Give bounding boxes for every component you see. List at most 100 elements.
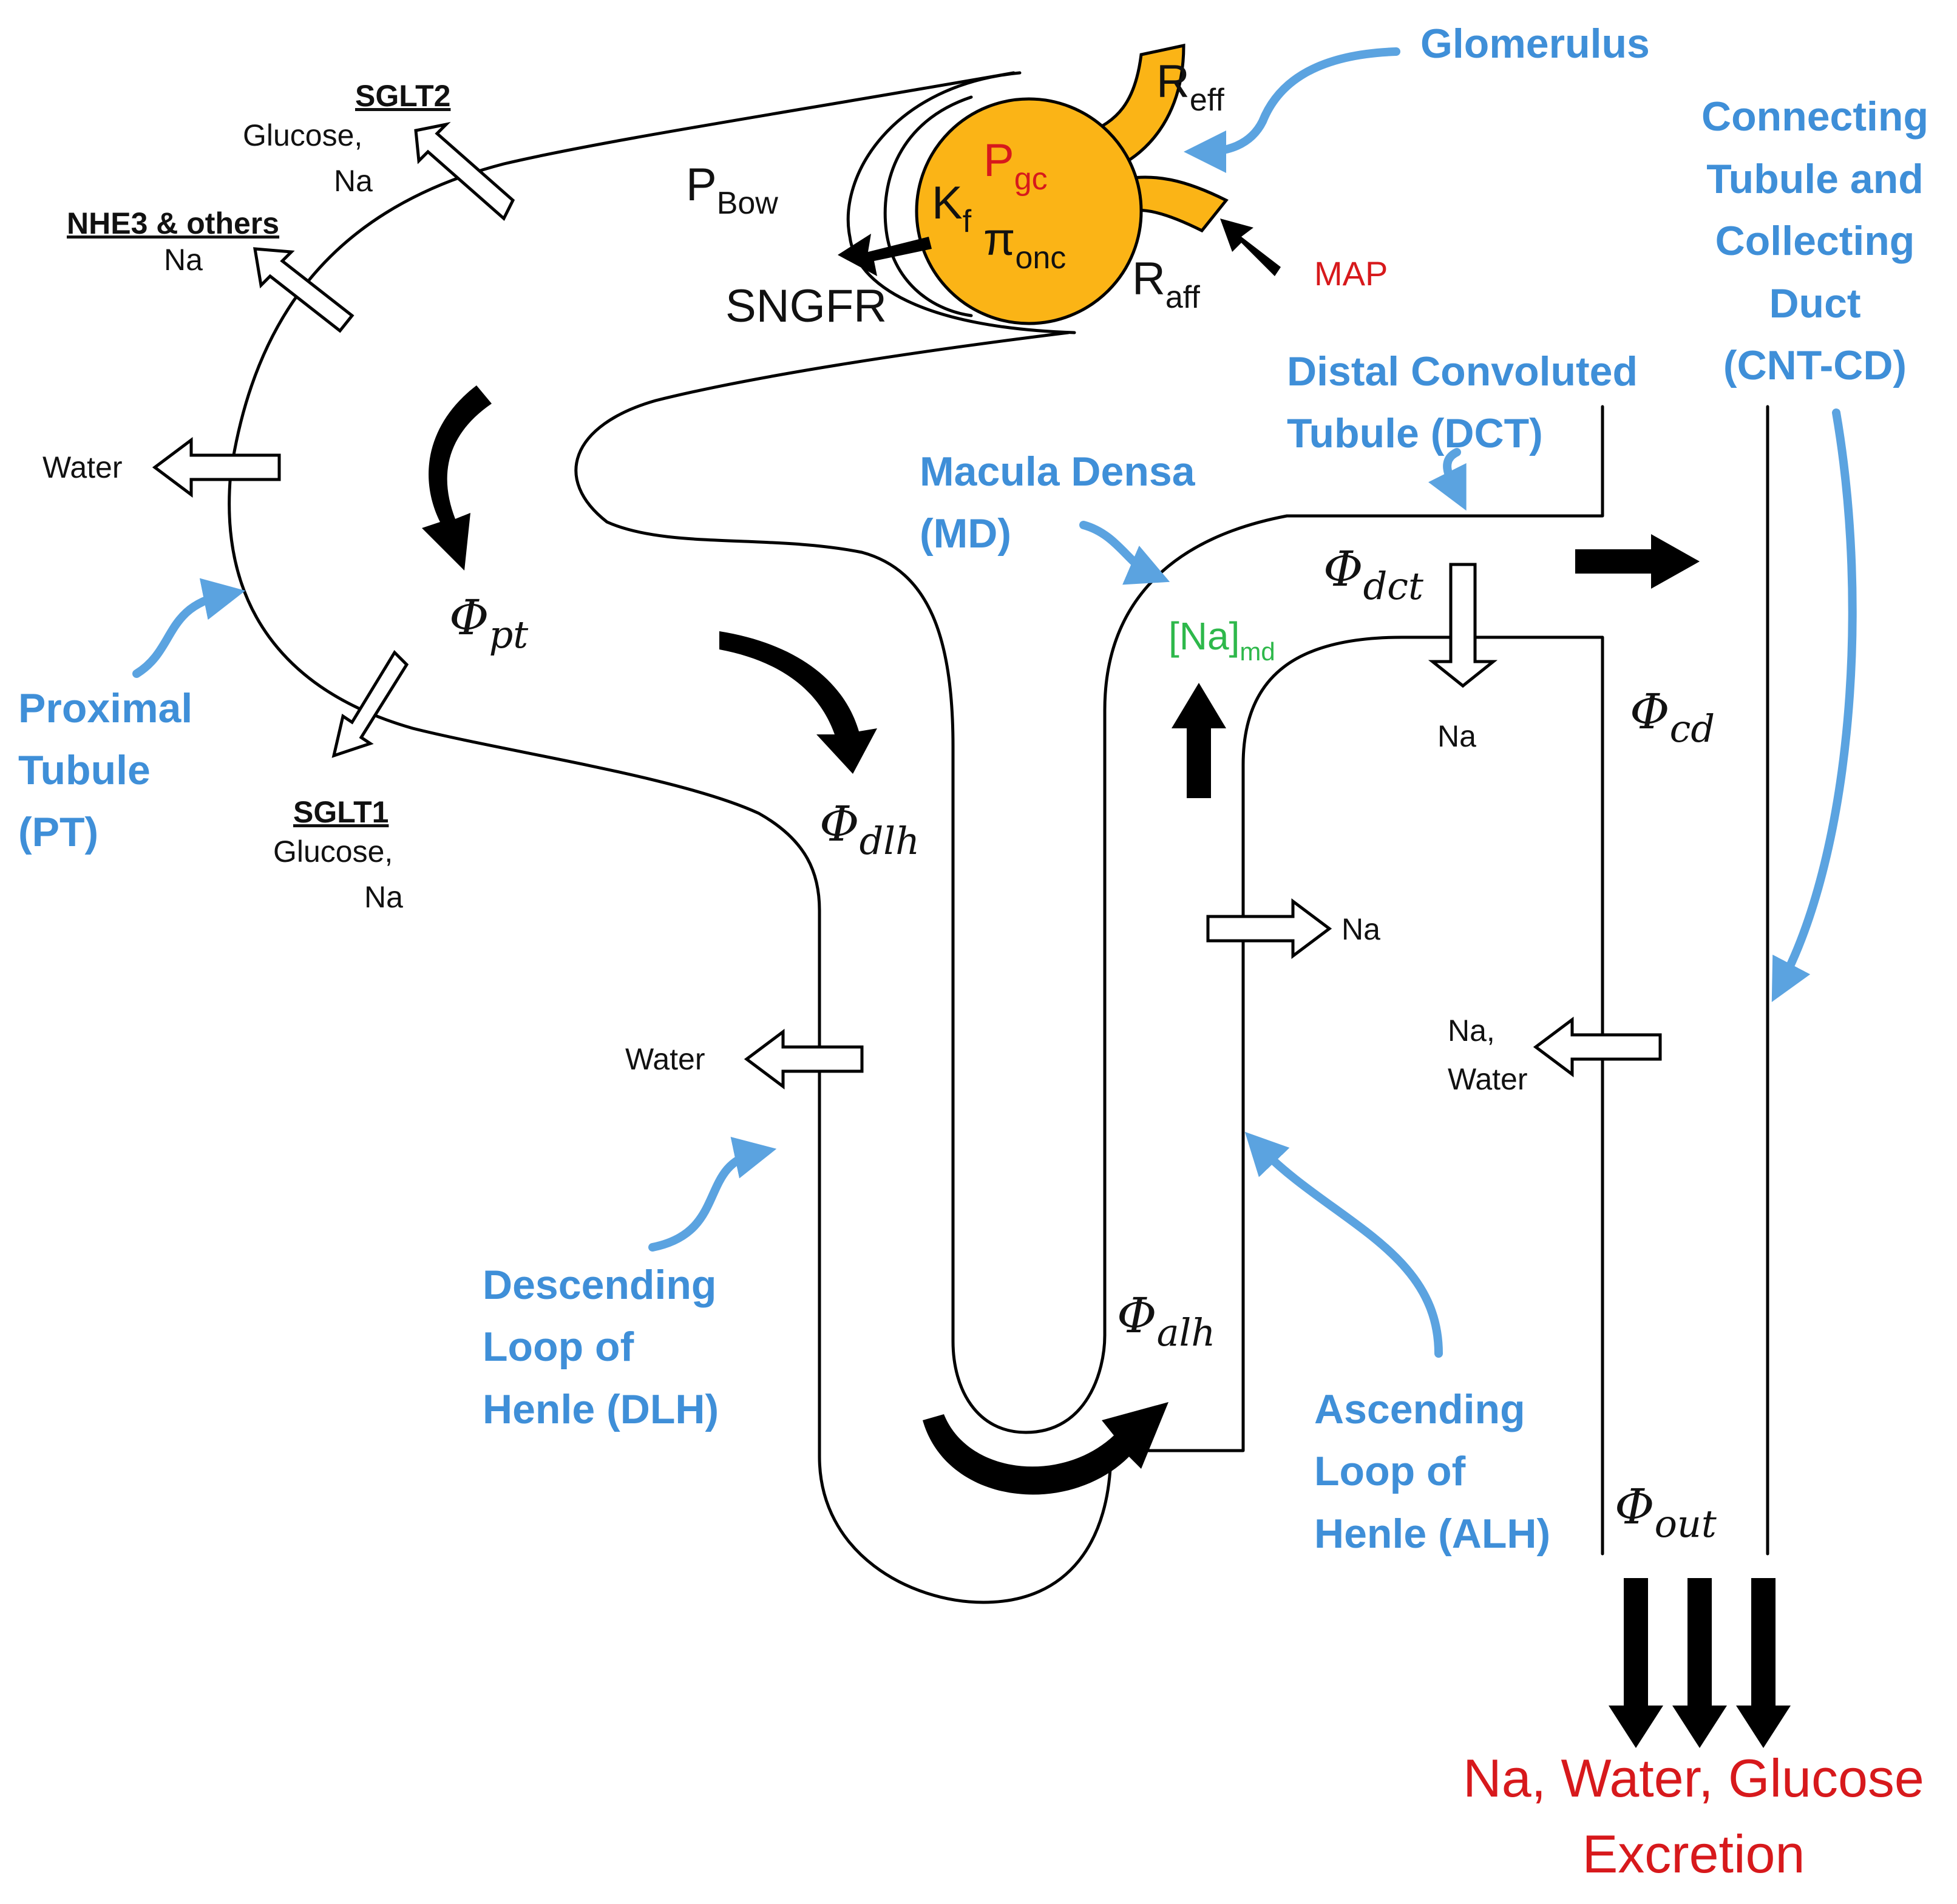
p-gc-label: Pgc <box>983 135 1048 197</box>
p-bow-label: PBow <box>686 159 778 221</box>
svg-text:Proximal: Proximal <box>18 685 192 731</box>
excretion-arrow-3 <box>1736 1578 1791 1748</box>
dlh-water-arrow-icon <box>744 1029 864 1089</box>
phi-dct-label: Φdct <box>1323 541 1423 608</box>
nhe3-arrow-icon <box>253 247 354 333</box>
dct-label: Distal Convoluted Tubule (DCT) <box>1287 348 1638 456</box>
cd-arrow-icon <box>1533 1017 1662 1077</box>
alh-outer-wall <box>1109 635 1604 1556</box>
pt-water-arrow-icon <box>152 437 281 498</box>
cd-transport: Na, Water <box>1448 1014 1662 1096</box>
svg-text:Tubule: Tubule <box>18 747 151 793</box>
svg-text:NHE3 & others: NHE3 & others <box>67 206 279 240</box>
svg-text:Glucose,: Glucose, <box>243 118 362 152</box>
svg-text:Loop of: Loop of <box>483 1324 634 1370</box>
alh-na-arrow-icon <box>1206 898 1332 959</box>
dlh-pointer <box>648 1137 777 1252</box>
alh-up-flow-arrow <box>1172 683 1226 798</box>
phi-pt-label: Φpt <box>449 589 528 657</box>
svg-text:SGLT2: SGLT2 <box>355 79 450 113</box>
glomerulus: Pgc Kf πonc <box>915 43 1229 325</box>
nhe3-transport: NHE3 & others Na <box>67 206 354 333</box>
svg-text:Loop of: Loop of <box>1314 1448 1466 1494</box>
svg-text:Duct: Duct <box>1769 280 1860 327</box>
alh-bottom-flow-arrow <box>923 1402 1168 1495</box>
cnt-cd-pointer <box>1771 408 1857 1003</box>
md-pointer <box>1079 521 1170 585</box>
k-f-label: Kf <box>932 177 972 239</box>
svg-text:Na: Na <box>334 164 373 198</box>
svg-text:Glucose,: Glucose, <box>273 835 393 869</box>
pt-inner-wall <box>574 331 1107 1434</box>
dlh-label: Descending Loop of Henle (DLH) <box>483 1262 719 1432</box>
r-aff-label: Raff <box>1132 253 1200 315</box>
glomerulus-capillary <box>915 97 1143 325</box>
svg-text:Henle (DLH): Henle (DLH) <box>483 1386 719 1432</box>
alh-label: Ascending Loop of Henle (ALH) <box>1314 1386 1550 1557</box>
pt-label: Proximal Tubule (PT) <box>18 685 192 855</box>
bowman-capsule-outer <box>846 71 1076 334</box>
svg-text:Connecting: Connecting <box>1701 93 1928 140</box>
dct-pointer <box>1428 448 1467 511</box>
pt-outer-wall <box>228 71 1113 1604</box>
svg-text:Na: Na <box>1437 719 1476 753</box>
svg-text:(PT): (PT) <box>18 809 98 855</box>
svg-text:Macula Densa: Macula Densa <box>920 449 1196 495</box>
dlh-water-transport: Water <box>625 1029 864 1089</box>
phi-out-label: Φout <box>1615 1479 1717 1546</box>
pt-water-transport: Water <box>42 437 281 498</box>
svg-text:Distal Convoluted: Distal Convoluted <box>1287 348 1638 395</box>
svg-text:Water: Water <box>42 450 123 484</box>
bowman-capsule-inner <box>883 95 973 317</box>
r-eff-label: Reff <box>1156 56 1224 118</box>
svg-text:Na: Na <box>1341 912 1380 946</box>
svg-text:SGLT1: SGLT1 <box>293 795 388 829</box>
na-md-label: [Na]md <box>1168 614 1275 666</box>
svg-text:(MD): (MD) <box>920 510 1011 557</box>
flow-arrows <box>422 385 1791 1748</box>
svg-text:Descending: Descending <box>483 1262 716 1308</box>
dlh-flow-arrow <box>719 631 877 774</box>
excretion-arrow-2 <box>1672 1578 1727 1748</box>
svg-text:Na: Na <box>164 243 203 277</box>
svg-text:Henle (ALH): Henle (ALH) <box>1314 1511 1550 1557</box>
svg-text:Water: Water <box>625 1042 705 1076</box>
dct-na-transport: Na <box>1428 563 1498 753</box>
alh-pointer <box>1244 1131 1443 1358</box>
pi-onc-label: πonc <box>983 214 1066 276</box>
pt-flow-arrow <box>422 385 492 571</box>
glomerulus-label: Glomerulus <box>1420 21 1650 67</box>
svg-text:Excretion: Excretion <box>1582 1824 1805 1884</box>
md-label: Macula Densa (MD) <box>920 449 1196 557</box>
sglt1-arrow-icon <box>331 649 409 758</box>
dct-out-flow-arrow <box>1575 534 1700 589</box>
svg-text:Collecting: Collecting <box>1715 218 1915 264</box>
svg-text:Ascending: Ascending <box>1314 1386 1525 1432</box>
svg-text:(CNT-CD): (CNT-CD) <box>1723 342 1907 388</box>
svg-text:Tubule and: Tubule and <box>1706 156 1924 202</box>
phi-dlh-label: Φdlh <box>819 796 920 863</box>
svg-text:Na, Water, Glucose: Na, Water, Glucose <box>1463 1748 1924 1808</box>
sngfr-label: SNGFR <box>725 280 887 332</box>
map-label: MAP <box>1314 254 1388 293</box>
svg-text:Na,: Na, <box>1448 1014 1495 1048</box>
excretion-label: Na, Water, Glucose Excretion <box>1463 1748 1924 1884</box>
sglt1-transport: SGLT1 Glucose, Na <box>273 649 409 914</box>
phi-alh-label: Φalh <box>1117 1287 1215 1355</box>
cnt-cd-label: Connecting Tubule and Collecting Duct (C… <box>1701 93 1928 388</box>
blue-pointer-arrows <box>132 47 1857 1358</box>
sglt2-transport: SGLT2 Glucose, Na <box>243 79 515 222</box>
svg-text:Na: Na <box>364 880 403 914</box>
svg-text:Water: Water <box>1448 1062 1528 1096</box>
phi-cd-label: Φcd <box>1630 683 1715 751</box>
excretion-arrow-1 <box>1609 1578 1663 1748</box>
alh-na-transport: Na <box>1206 898 1380 959</box>
sngfr-arrow <box>838 234 932 276</box>
pt-pointer <box>132 578 246 678</box>
svg-text:Tubule (DCT): Tubule (DCT) <box>1287 410 1543 456</box>
dct-na-arrow-icon <box>1428 563 1498 688</box>
glomerulus-pointer <box>1184 47 1400 173</box>
map-arrow <box>1220 219 1281 276</box>
sglt2-arrow-icon <box>414 121 515 222</box>
